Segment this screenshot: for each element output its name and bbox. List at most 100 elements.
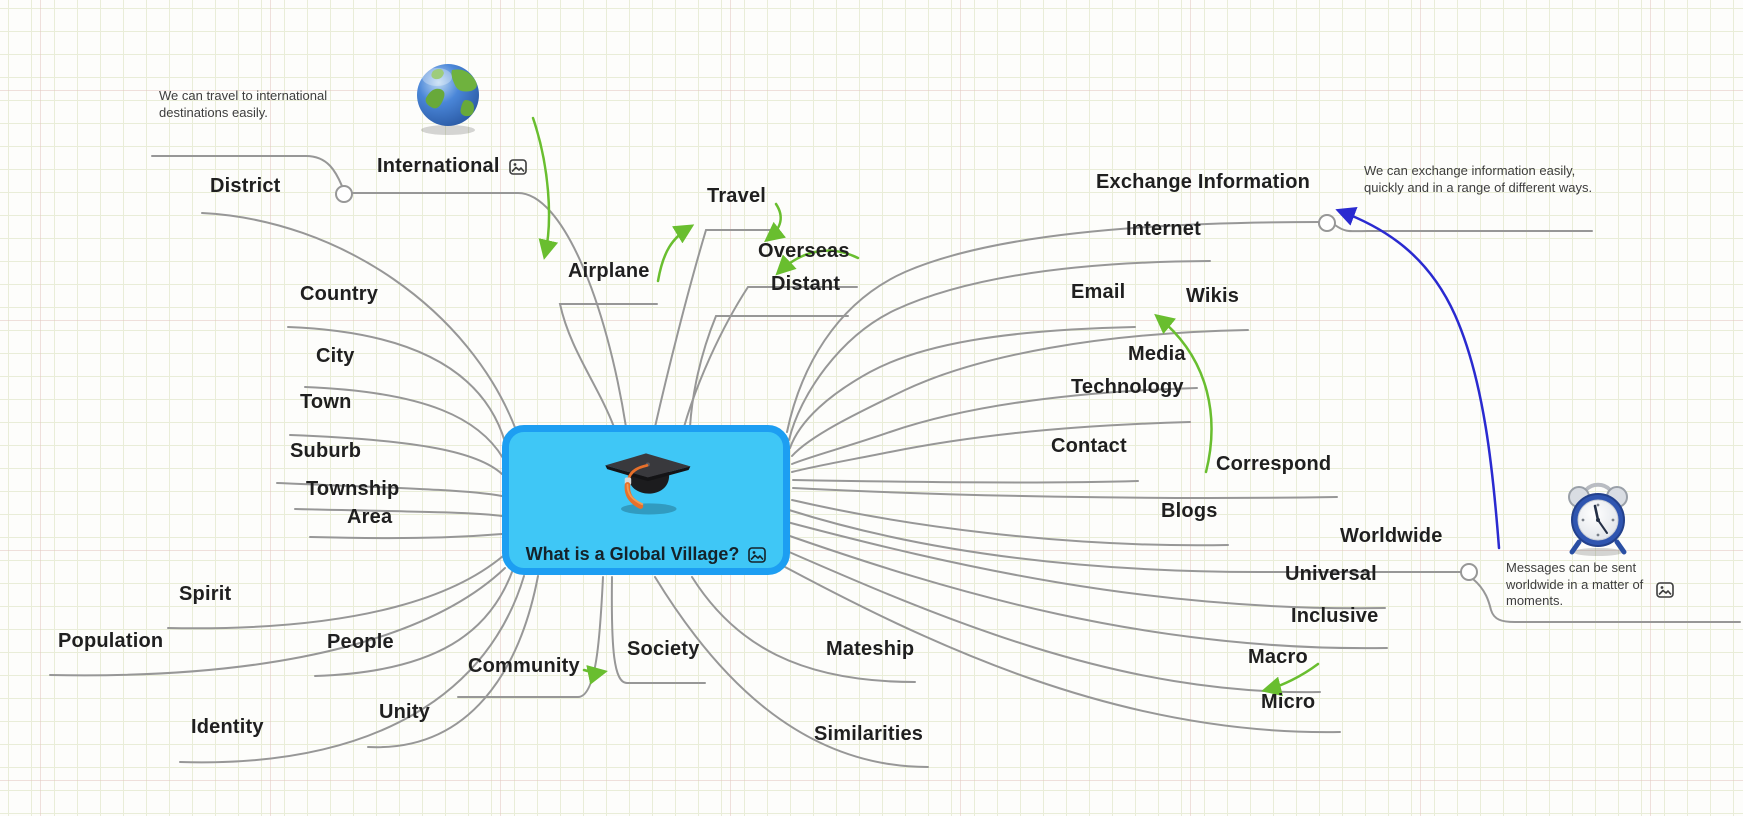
branch-overseas <box>683 286 858 428</box>
connection-point-international[interactable] <box>335 185 353 203</box>
topic-area[interactable]: Area <box>347 506 392 529</box>
branch-exchange-information <box>786 221 1322 433</box>
topic-worldwide-label: Worldwide <box>1340 525 1443 547</box>
topic-airplane[interactable]: Airplane <box>568 260 650 283</box>
topic-town[interactable]: Town <box>300 391 352 414</box>
globe-image[interactable] <box>417 64 479 135</box>
connection-point-worldwide[interactable] <box>1460 563 1478 581</box>
topic-international[interactable]: International <box>377 155 527 178</box>
topic-overseas-label: Overseas <box>758 240 850 262</box>
topic-media[interactable]: Media <box>1128 343 1186 366</box>
topic-country[interactable]: Country <box>300 283 378 306</box>
topic-city[interactable]: City <box>316 345 355 368</box>
topic-exchange-information-label: Exchange Information <box>1096 171 1311 193</box>
branch-wikis <box>791 329 1249 457</box>
topic-country-label: Country <box>300 283 379 305</box>
topic-society-label: Society <box>627 638 700 660</box>
topic-inclusive[interactable]: Inclusive <box>1291 605 1378 628</box>
topic-society[interactable]: Society <box>627 638 700 661</box>
branch-mateship <box>691 576 916 683</box>
image-icon[interactable] <box>748 546 767 563</box>
topic-similarities[interactable]: Similarities <box>814 723 923 746</box>
branch-blogs <box>791 499 1229 547</box>
note-line-exchange <box>1334 224 1593 233</box>
topic-correspond[interactable]: Correspond <box>1216 453 1331 476</box>
branch-spirit <box>167 555 504 630</box>
green-arrow-community-to-society <box>582 665 608 685</box>
connection-point-exchange[interactable] <box>1318 214 1336 232</box>
branch-township <box>294 508 503 517</box>
topic-universal[interactable]: Universal <box>1285 563 1377 586</box>
topic-international-label: International <box>377 155 500 177</box>
topic-mateship-label: Mateship <box>826 638 915 660</box>
branch-email <box>789 326 1136 449</box>
branch-technology <box>791 421 1191 473</box>
note-travel: We can travel to international destinati… <box>159 88 328 120</box>
topic-suburb[interactable]: Suburb <box>290 440 361 463</box>
branch-media <box>791 387 1198 465</box>
branch-airplane <box>558 303 658 428</box>
green-arrow-macro-to-micro <box>1261 662 1320 697</box>
topic-email-label: Email <box>1071 281 1126 303</box>
branch-universal <box>786 521 1386 610</box>
branch-country <box>287 326 506 443</box>
topic-travel[interactable]: Travel <box>707 185 766 208</box>
topic-unity[interactable]: Unity <box>379 701 430 724</box>
branch-inclusive <box>783 533 1388 650</box>
note-line-travel <box>151 155 343 187</box>
topic-population-label: Population <box>58 630 164 652</box>
topic-distant[interactable]: Distant <box>771 273 840 296</box>
branch-international <box>351 192 627 428</box>
topic-blogs[interactable]: Blogs <box>1161 500 1218 523</box>
topic-technology-label: Technology <box>1071 376 1184 398</box>
topic-district-label: District <box>210 175 281 197</box>
topic-wikis-label: Wikis <box>1186 285 1240 307</box>
topic-micro[interactable]: Micro <box>1261 691 1315 714</box>
alarm-clock-image[interactable] <box>1568 482 1628 556</box>
branch-unity <box>367 575 539 749</box>
topic-worldwide[interactable]: Worldwide <box>1340 525 1443 548</box>
branch-community <box>457 576 604 698</box>
topic-contact[interactable]: Contact <box>1051 435 1127 458</box>
topic-area-label: Area <box>347 506 393 528</box>
branch-internet <box>788 260 1211 441</box>
topic-community-label: Community <box>468 655 580 677</box>
note-line-messages <box>1472 578 1741 623</box>
topic-identity[interactable]: Identity <box>191 716 264 739</box>
topic-internet[interactable]: Internet <box>1126 218 1201 241</box>
topic-email[interactable]: Email <box>1071 281 1125 304</box>
topic-technology[interactable]: Technology <box>1071 376 1184 399</box>
topic-universal-label: Universal <box>1285 563 1377 585</box>
green-arrow-correspond-to-email <box>1154 313 1213 474</box>
green-arrow-international-to-airplane <box>531 116 559 260</box>
topic-identity-label: Identity <box>191 716 264 738</box>
topic-similarities-label: Similarities <box>814 723 924 745</box>
topic-exchange-information[interactable]: Exchange Information <box>1096 171 1310 194</box>
central-topic-label: What is a Global Village? <box>525 544 740 564</box>
topic-contact-label: Contact <box>1051 435 1127 457</box>
topic-community[interactable]: Community <box>468 655 580 678</box>
central-topic-title: What is a Global Village? <box>526 544 767 565</box>
topic-district[interactable]: District <box>210 175 281 198</box>
topic-township[interactable]: Township <box>306 478 399 501</box>
image-icon[interactable] <box>508 158 527 175</box>
central-topic[interactable]: What is a Global Village? <box>502 425 790 575</box>
topic-people-label: People <box>327 631 394 653</box>
blue-arrow-clock-to-exchange <box>1335 206 1501 550</box>
topic-overseas[interactable]: Overseas <box>758 240 850 263</box>
branch-similarities <box>654 576 929 768</box>
graduation-cap-image[interactable] <box>594 446 698 520</box>
topic-population[interactable]: Population <box>58 630 163 653</box>
branch-population <box>49 567 506 677</box>
branch-correspond <box>792 487 1338 499</box>
topic-macro-label: Macro <box>1248 646 1308 668</box>
topic-macro[interactable]: Macro <box>1248 646 1308 669</box>
topic-spirit[interactable]: Spirit <box>179 583 231 606</box>
topic-wikis[interactable]: Wikis <box>1186 285 1239 308</box>
image-icon[interactable] <box>1656 582 1674 598</box>
branch-distant <box>689 315 849 428</box>
topic-mateship[interactable]: Mateship <box>826 638 914 661</box>
topic-people[interactable]: People <box>327 631 394 654</box>
